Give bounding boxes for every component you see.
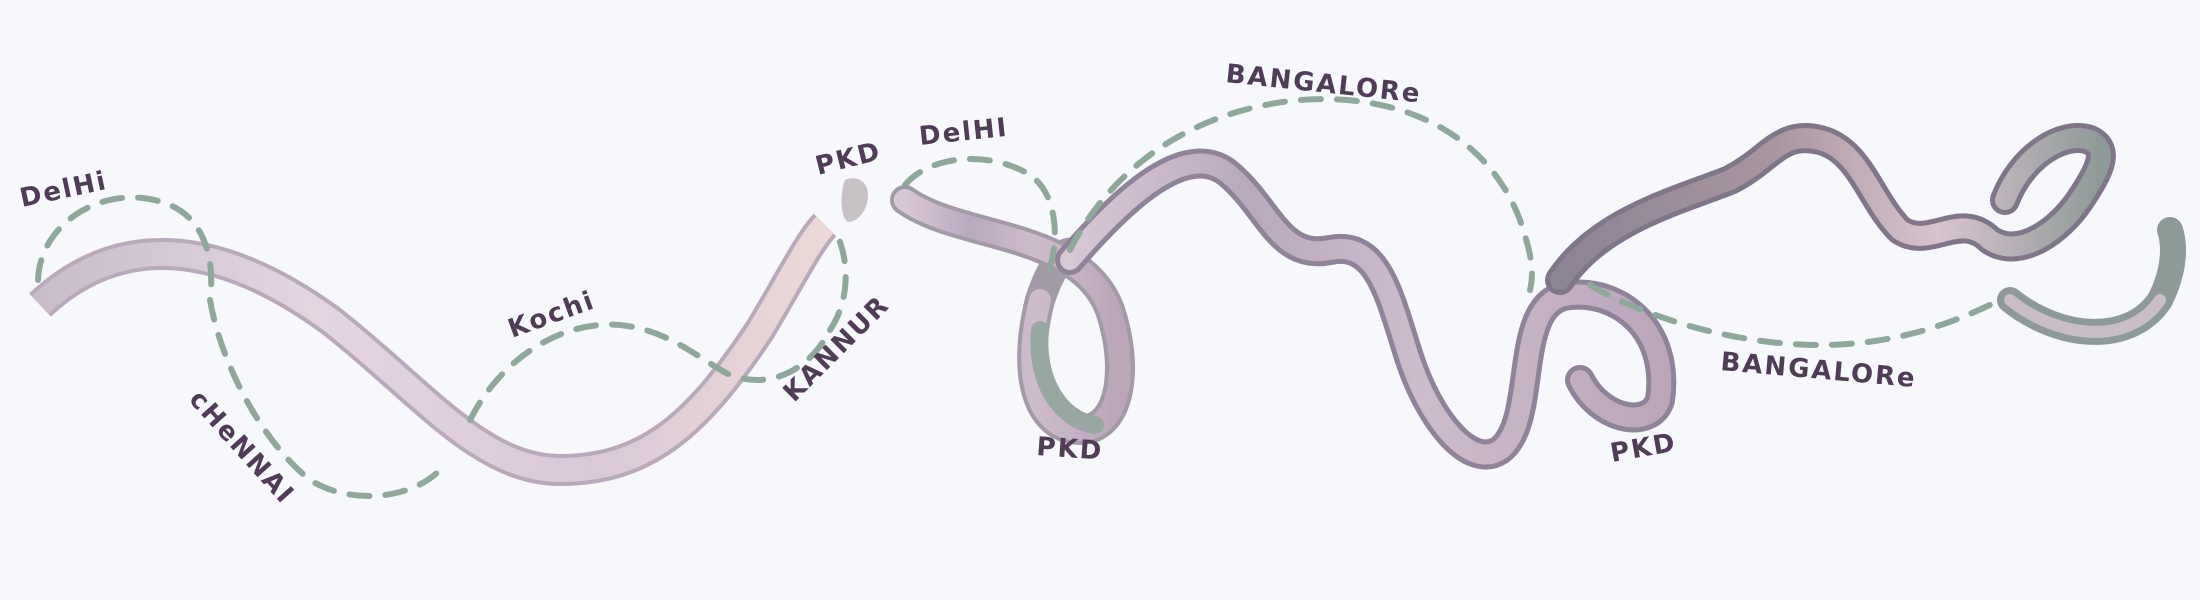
ribbon-segment-2-loop — [890, 185, 1135, 446]
ribbon-segment-4 — [1545, 123, 2186, 345]
label-pkd-right: PKD — [1608, 428, 1679, 469]
ribbon-segment-3 — [1055, 148, 1677, 470]
label-delhi-left: DelHi — [17, 166, 110, 214]
route-kochi — [467, 321, 833, 423]
route-kannur — [827, 227, 849, 333]
label-kannur: KANNUR — [778, 290, 896, 408]
route-bangalore-right — [1587, 282, 2003, 349]
label-bangalore-top: BANGALORe — [1224, 59, 1423, 109]
route-chennai — [207, 297, 443, 499]
label-chennai: cHeNNAI — [183, 385, 300, 511]
ribbon-fragment — [841, 178, 868, 222]
label-delhi-mid: DelHI — [918, 113, 1010, 152]
route-bangalore-top — [1067, 96, 1535, 293]
route-lines — [35, 96, 2003, 499]
label-bangalore-right: BANGALORe — [1719, 347, 1917, 394]
route-delhi-mid — [902, 156, 1058, 283]
ribbon-segment-1 — [29, 213, 837, 487]
label-pkd-loop: PKD — [1036, 432, 1105, 467]
route-delhi-left — [35, 194, 215, 303]
label-pkd-top: PKD — [812, 137, 884, 182]
